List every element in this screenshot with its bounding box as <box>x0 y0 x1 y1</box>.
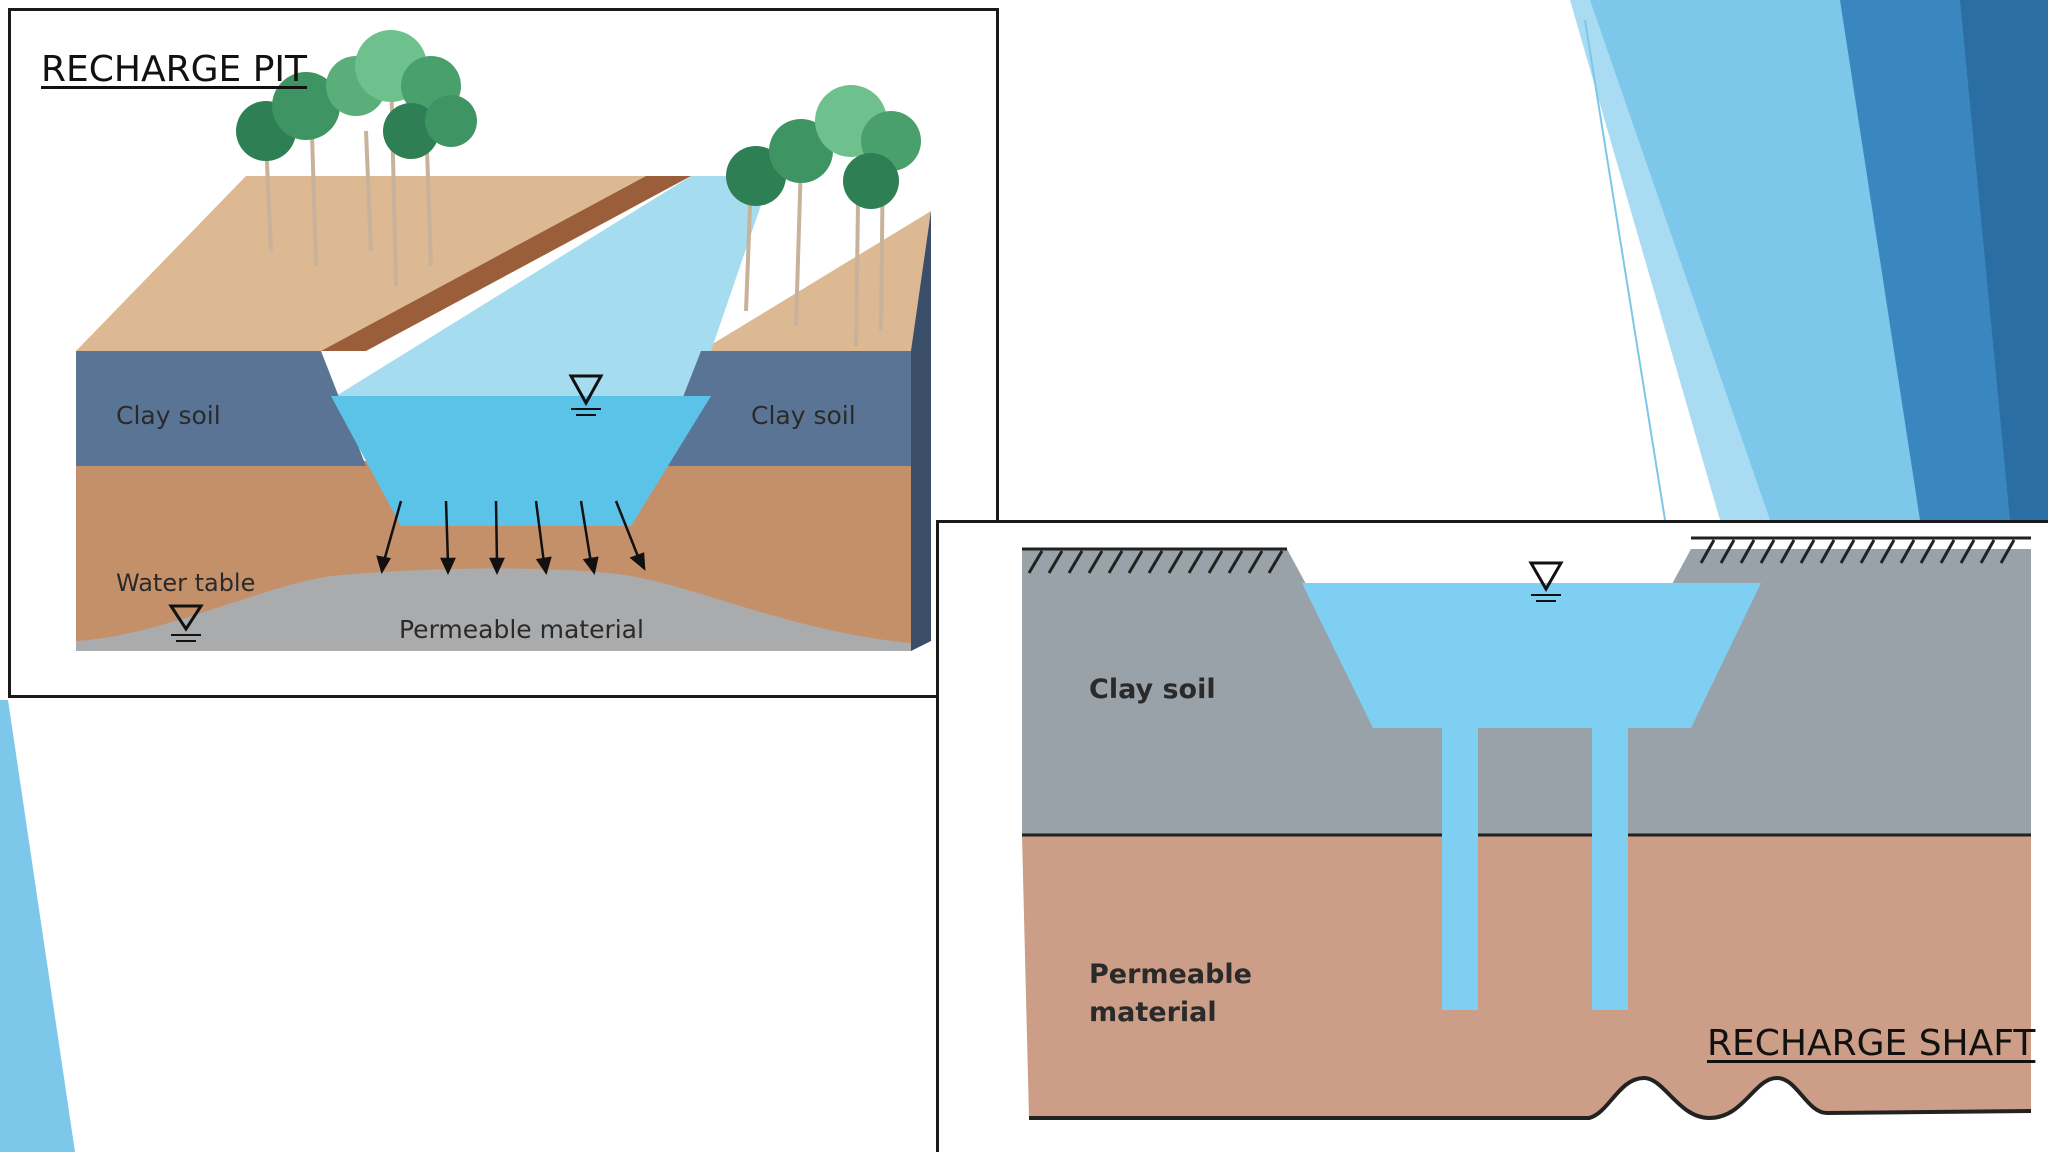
water-table-marker <box>168 604 204 642</box>
accent-shape-dark <box>1960 0 2048 520</box>
infiltration-arrows <box>376 500 646 575</box>
accent-shape-bottom-left <box>0 700 75 1152</box>
shaft-clay-soil-label: Clay soil <box>1089 674 1216 705</box>
pit-water-surface-far <box>336 176 771 396</box>
clay-soil-label-left: Clay soil <box>116 401 221 430</box>
shaft-permeable-layer <box>1022 835 2031 1118</box>
pit-water-body <box>331 396 711 526</box>
water-table-label: Water table <box>116 569 255 597</box>
recharge-pit-title: RECHARGE PIT <box>41 49 308 90</box>
trees-right <box>726 85 921 347</box>
recharge-pit-panel: Clay soil Clay soil Water table Permeabl… <box>8 8 999 698</box>
pit-clay-left <box>76 351 366 466</box>
shaft-permeable-label-line1: Permeable <box>1089 959 1252 990</box>
shaft-right <box>1592 728 1628 1010</box>
pit-water-level-marker <box>568 374 604 416</box>
pit-permeable-layer <box>76 568 911 651</box>
recharge-pit-diagram: Clay soil Clay soil Water table Permeabl… <box>76 30 931 651</box>
clay-soil-label-right: Clay soil <box>751 401 856 430</box>
shaft-water-level-marker <box>1528 561 1564 602</box>
pit-ground-top-right <box>701 211 931 351</box>
trees-left <box>236 30 477 287</box>
shaft-water-basin <box>1302 583 1761 728</box>
permeable-material-label: Permeable material <box>399 615 644 644</box>
recharge-shaft-panel: Clay soil Permeable material RECHARGE SH… <box>936 520 2048 1152</box>
recharge-shaft-diagram: Clay soil Permeable material <box>1022 536 2032 1121</box>
pit-bank-slope <box>321 176 691 351</box>
pit-side-face <box>911 211 931 651</box>
ground-surface-right <box>1691 536 2031 564</box>
pit-clay-right <box>656 351 911 466</box>
ground-surface-left <box>1022 547 1287 574</box>
accent-line <box>1584 19 1666 521</box>
shaft-bottom-line <box>1029 1075 2032 1121</box>
pit-ground-top-left <box>76 176 646 351</box>
recharge-shaft-title: RECHARGE SHAFT <box>1707 1023 2036 1064</box>
shaft-permeable-label-line2: material <box>1089 997 1217 1028</box>
shaft-left <box>1442 728 1478 1010</box>
